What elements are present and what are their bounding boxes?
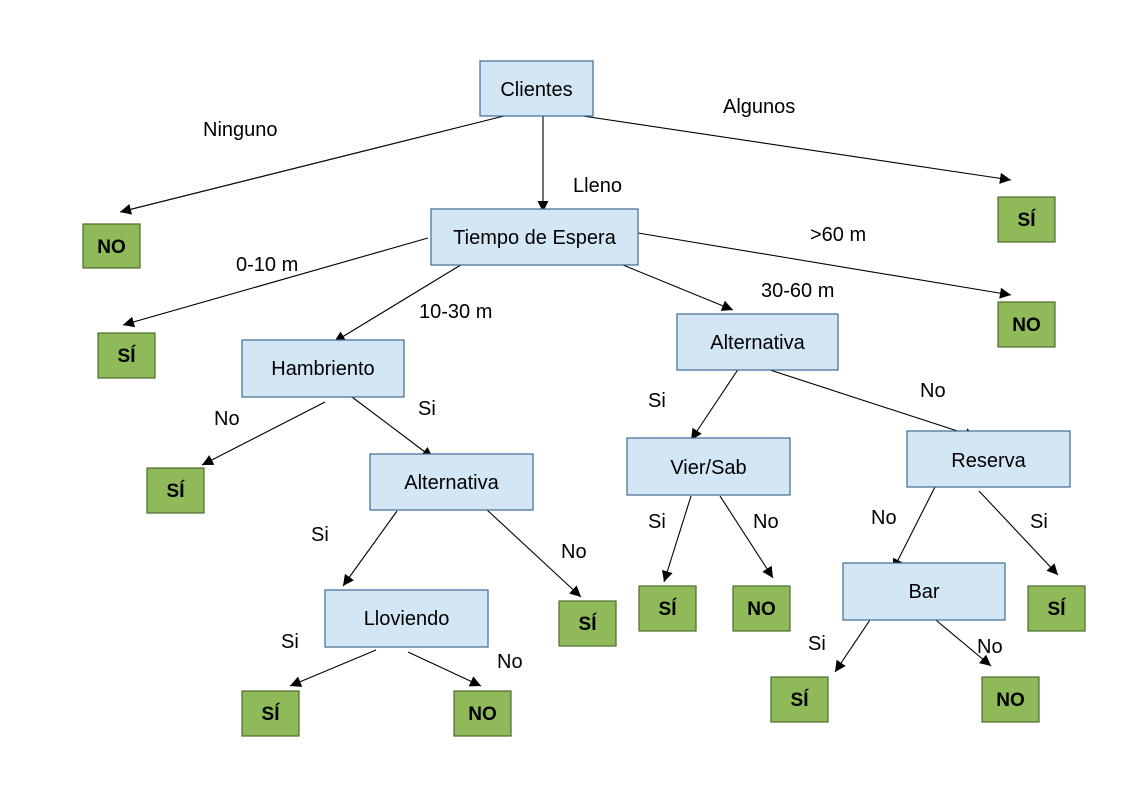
leaf-ninguno-label: NO	[97, 237, 126, 258]
leaf-0-10-label: SÍ	[118, 345, 137, 367]
leaf-lloviendo-no-label: NO	[468, 704, 497, 725]
leaf-alt1-no-label: SÍ	[579, 613, 598, 635]
leaf-lloviendo-si-label: SÍ	[262, 703, 281, 725]
node-hambriento: Hambriento	[241, 339, 405, 398]
leaf-bar-no: NO	[981, 676, 1040, 723]
node-viersab-label: Vier/Sab	[670, 457, 746, 479]
node-alternativa-1: Alternativa	[369, 453, 534, 511]
leaf-bar-no-label: NO	[996, 690, 1025, 711]
node-alternativa-2: Alternativa	[676, 313, 839, 371]
leaf-bar-si-label: SÍ	[791, 689, 810, 711]
edge-bar-no	[930, 615, 992, 667]
edge-alternativa1-si	[342, 510, 398, 587]
decision-nodes: Clientes Tiempo de Espera Hambriento Alt…	[241, 60, 1071, 648]
node-hambriento-label: Hambriento	[271, 358, 374, 380]
edge-label-alternativa1-si: Si	[311, 524, 329, 546]
leaf-reserva-si: SÍ	[1027, 585, 1086, 632]
node-clientes: Clientes	[479, 60, 594, 117]
edge-label-hambriento-si: Si	[418, 398, 436, 420]
edge-reserva-no	[892, 482, 938, 571]
node-vier-sab: Vier/Sab	[626, 437, 791, 496]
node-lloviendo: Lloviendo	[324, 589, 489, 648]
edge-label-reserva-si: Si	[1030, 511, 1048, 533]
edge-hambriento-no	[201, 401, 326, 466]
node-tiempo-de-espera: Tiempo de Espera	[430, 208, 639, 266]
edge-label-60: >60 m	[810, 224, 866, 246]
node-alternativa-2-label: Alternativa	[710, 332, 805, 354]
edge-clientes-ninguno	[119, 114, 509, 215]
edge-label-viersab-no: No	[753, 511, 779, 533]
edge-label-0-10: 0-10 m	[236, 254, 298, 276]
edge-tiempo-0-10	[122, 237, 429, 328]
leaf-viersab-si-label: SÍ	[659, 598, 678, 620]
edge-alternativa2-si	[690, 358, 746, 441]
edge-labels: Ninguno Lleno Algunos 0-10 m 10-30 m 30-…	[203, 96, 1048, 673]
leaf-lloviendo-no: NO	[453, 690, 512, 737]
leaf-viersab-no: NO	[732, 585, 791, 632]
edge-alternativa2-no	[766, 368, 977, 439]
edge-label-viersab-si: Si	[648, 511, 666, 533]
edge-label-10-30: 10-30 m	[419, 301, 492, 323]
edge-hambriento-si	[351, 396, 434, 459]
edge-label-bar-no: No	[977, 636, 1003, 658]
leaf-60-label: NO	[1012, 315, 1041, 336]
edge-tiempo-60	[637, 232, 1012, 299]
edge-viersab-si	[662, 495, 692, 583]
leaf-ninguno: NO	[82, 223, 141, 269]
edge-label-hambriento-no: No	[214, 408, 240, 430]
node-tiempo-label: Tiempo de Espera	[453, 227, 617, 249]
edge-label-algunos: Algunos	[723, 96, 795, 118]
edge-label-reserva-no: No	[871, 507, 897, 529]
edge-label-lloviendo-no: No	[497, 651, 523, 673]
leaf-algunos-label: SÍ	[1018, 209, 1037, 231]
edge-lloviendo-no	[407, 651, 482, 687]
leaf-nodes: NO SÍ SÍ NO SÍ SÍ SÍ NO	[82, 196, 1086, 737]
leaf-lloviendo-si: SÍ	[241, 690, 300, 737]
leaf-reserva-si-label: SÍ	[1048, 598, 1067, 620]
leaf-viersab-no-label: NO	[747, 599, 776, 620]
node-lloviendo-label: Lloviendo	[364, 608, 450, 630]
edge-label-alternativa2-no: No	[920, 380, 946, 402]
leaf-60: NO	[997, 301, 1056, 348]
edge-label-30-60: 30-60 m	[761, 280, 834, 302]
leaf-alternativa1-no: SÍ	[558, 600, 617, 647]
node-reserva: Reserva	[906, 430, 1071, 488]
node-alternativa-1-label: Alternativa	[404, 472, 499, 494]
leaf-0-10: SÍ	[97, 332, 156, 379]
leaf-hambriento-no-label: SÍ	[167, 480, 186, 502]
edge-label-alternativa1-no: No	[561, 541, 587, 563]
edge-label-lloviendo-si: Si	[281, 631, 299, 653]
edge-tiempo-10-30	[333, 262, 465, 343]
leaf-bar-si: SÍ	[770, 676, 829, 723]
node-bar-label: Bar	[908, 581, 939, 603]
edge-label-lleno: Lleno	[573, 175, 622, 197]
edge-viersab-no	[719, 495, 774, 579]
edges	[119, 114, 1059, 687]
leaf-viersab-si: SÍ	[638, 585, 697, 632]
node-bar: Bar	[842, 562, 1006, 621]
edge-lloviendo-si	[289, 649, 377, 687]
edge-label-alternativa2-si: Si	[648, 390, 666, 412]
edge-label-bar-si: Si	[808, 633, 826, 655]
edge-reserva-si	[978, 490, 1059, 576]
edge-clientes-algunos	[575, 114, 1012, 184]
edge-label-ninguno: Ninguno	[203, 119, 278, 141]
edge-bar-si	[834, 610, 877, 673]
edge-alternativa1-no	[485, 508, 582, 598]
node-reserva-label: Reserva	[951, 450, 1026, 472]
leaf-hambriento-no: SÍ	[146, 467, 205, 514]
node-clientes-label: Clientes	[500, 79, 572, 101]
edge-tiempo-30-60	[622, 264, 734, 311]
leaf-algunos: SÍ	[997, 196, 1056, 243]
